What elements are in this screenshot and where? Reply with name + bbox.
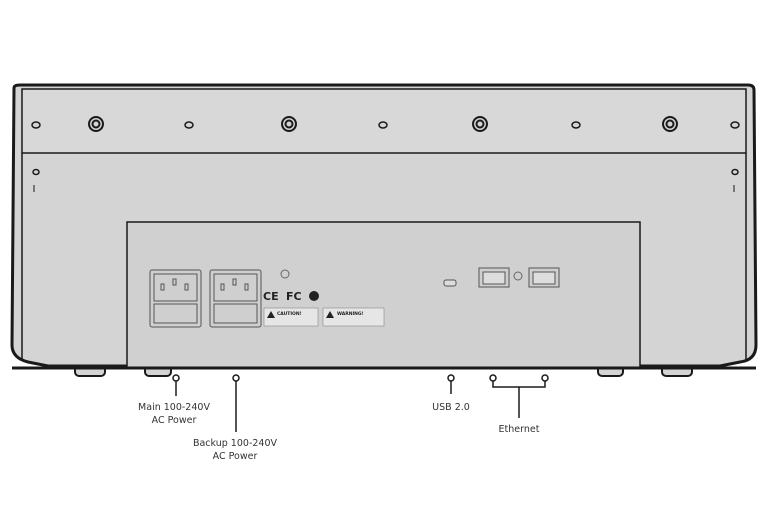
fc-mark: FC [286, 290, 302, 303]
ground-icon [280, 269, 290, 279]
usb-label: USB 2.0 [432, 402, 470, 413]
backup-power-label-2: AC Power [213, 451, 258, 462]
callout-lines [172, 374, 549, 432]
connector-panel [126, 221, 641, 369]
backup-power-label: Backup 100-240V [193, 438, 278, 449]
usb-port[interactable] [443, 279, 457, 287]
main-power-socket[interactable] [149, 269, 202, 328]
main-power-label-2: AC Power [152, 415, 197, 426]
top-panel [21, 88, 747, 154]
ground-icon [513, 271, 523, 281]
backup-power-socket[interactable] [209, 269, 262, 328]
ce-mark: CE [263, 290, 279, 303]
screws [31, 116, 740, 176]
ctick-mark [309, 291, 319, 301]
caution-label: CAUTION! [263, 307, 319, 327]
svg-text:WARNING!: WARNING! [337, 311, 364, 317]
main-power-label: Main 100-240V [138, 402, 210, 413]
ethernet-label: Ethernet [499, 424, 540, 435]
ethernet-port-2[interactable] [528, 267, 560, 288]
warning-label: WARNING! [322, 307, 385, 327]
ethernet-port-1[interactable] [478, 267, 510, 288]
svg-text:CAUTION!: CAUTION! [277, 311, 302, 317]
